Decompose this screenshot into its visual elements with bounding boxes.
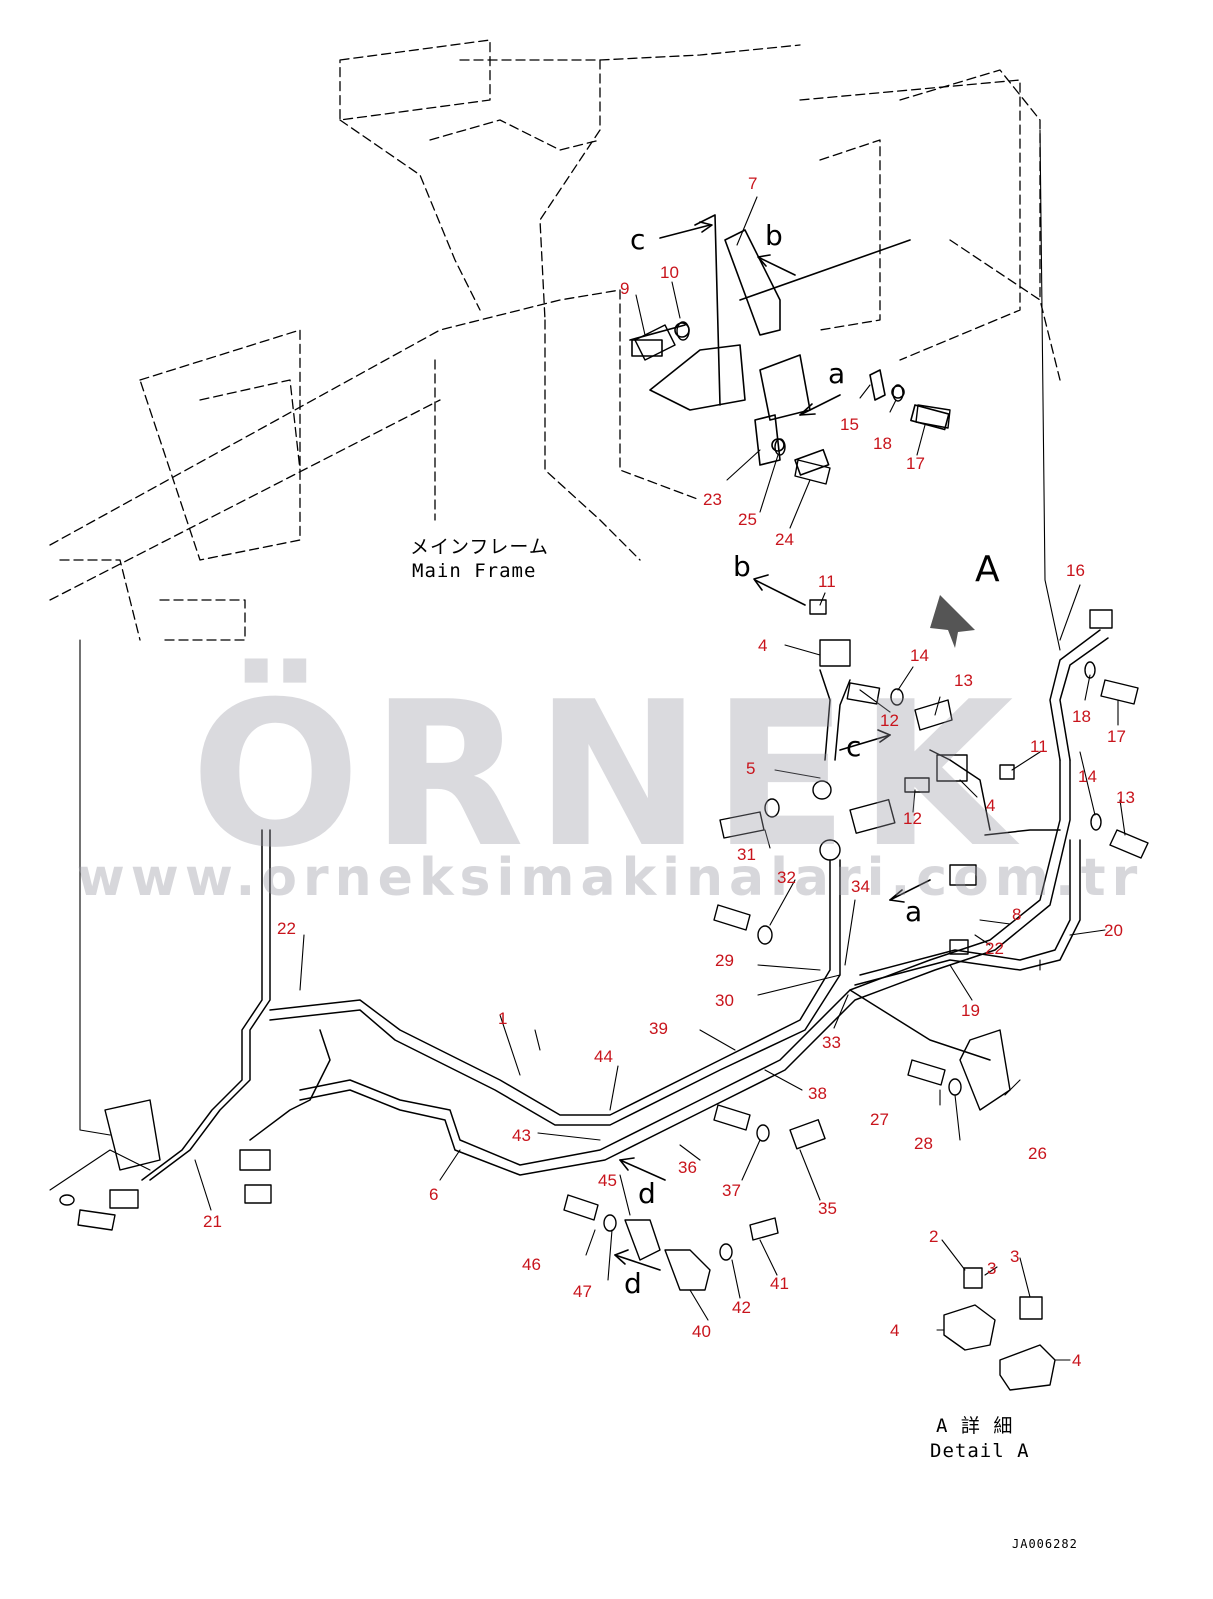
callout-13a: 13 <box>954 671 973 690</box>
main-frame-label-en: Main Frame <box>412 560 537 582</box>
fasteners <box>59 321 1149 1261</box>
view-letter-a-top: a <box>828 357 846 390</box>
watermark-url: www.orneksimakinalari.com.tr <box>76 848 1144 908</box>
callout-12a: 12 <box>880 711 899 730</box>
callout-45: 45 <box>598 1171 617 1190</box>
callout-29: 29 <box>715 951 734 970</box>
callout-18b: 18 <box>1072 707 1091 726</box>
callout-12b: 12 <box>903 809 922 828</box>
callout-22a: 22 <box>277 919 296 938</box>
callout-35: 35 <box>818 1199 837 1218</box>
callout-26: 26 <box>1028 1144 1047 1163</box>
callout-30: 30 <box>715 991 734 1010</box>
callout-15: 15 <box>840 415 859 434</box>
callout-37: 37 <box>722 1181 741 1200</box>
wire-harness <box>141 629 1109 1181</box>
detail-a-label-jp: A 詳 細 <box>936 1415 1014 1437</box>
callout-8: 8 <box>1012 905 1022 924</box>
callout-11a: 11 <box>818 572 836 591</box>
callout-38: 38 <box>808 1084 827 1103</box>
callout-7: 7 <box>748 174 758 193</box>
callout-5: 5 <box>746 759 756 778</box>
callout-17b: 17 <box>1107 727 1126 746</box>
callout-18a: 18 <box>873 434 892 453</box>
watermark-brand: ÖRNEK <box>190 659 1024 892</box>
callout-4d: 4 <box>1072 1351 1082 1370</box>
callout-4c: 4 <box>890 1321 900 1340</box>
view-a-arrow <box>930 595 975 648</box>
callout-23: 23 <box>703 490 722 509</box>
callout-33: 33 <box>822 1033 841 1052</box>
callout-42: 42 <box>732 1298 751 1317</box>
callout-24: 24 <box>775 530 794 549</box>
callout-14a: 14 <box>910 646 929 665</box>
callout-36: 36 <box>678 1158 697 1177</box>
callout-20: 20 <box>1104 921 1123 940</box>
callout-43: 43 <box>512 1126 531 1145</box>
callout-44: 44 <box>594 1047 613 1066</box>
view-letter-b-top: b <box>765 219 783 252</box>
callout-17a: 17 <box>906 454 925 473</box>
callout-3b: 3 <box>1010 1247 1020 1266</box>
callout-34: 34 <box>851 877 870 896</box>
callout-25: 25 <box>738 510 757 529</box>
upper-bracket <box>629 214 950 476</box>
callout-3a: 3 <box>987 1259 997 1278</box>
callout-6: 6 <box>429 1185 439 1204</box>
detail-a-label-en: Detail A <box>930 1440 1030 1462</box>
main-frame-outline <box>49 39 1061 641</box>
callout-22b: 22 <box>985 939 1004 958</box>
callout-41: 41 <box>770 1274 789 1293</box>
callout-11b: 11 <box>1030 737 1048 756</box>
drawing-code: JA006282 <box>1012 1537 1078 1551</box>
callout-13b: 13 <box>1116 788 1135 807</box>
callout-47: 47 <box>573 1282 592 1301</box>
view-arrows <box>614 221 931 1271</box>
view-letter-d-top: d <box>638 1177 656 1210</box>
callout-10: 10 <box>660 263 679 282</box>
main-frame-label-jp: メインフレーム <box>410 536 549 558</box>
callout-4a: 4 <box>758 636 768 655</box>
view-letter-a-bottom: a <box>905 895 923 928</box>
callout-27: 27 <box>870 1110 889 1129</box>
callout-14b: 14 <box>1078 767 1097 786</box>
callout-28: 28 <box>914 1134 933 1153</box>
callout-40: 40 <box>692 1322 711 1341</box>
detail-a-parts <box>943 1267 1056 1391</box>
callout-16: 16 <box>1066 561 1085 580</box>
callout-31: 31 <box>737 845 756 864</box>
view-letter-c-top: c <box>630 223 646 256</box>
callout-19: 19 <box>961 1001 980 1020</box>
callout-39: 39 <box>649 1019 668 1038</box>
callout-32: 32 <box>777 868 796 887</box>
view-letter-b-bottom: b <box>733 550 751 583</box>
view-letter-c-bottom: c <box>846 730 862 763</box>
callout-46: 46 <box>522 1255 541 1274</box>
view-letter-d-bottom: d <box>624 1267 642 1300</box>
callout-2: 2 <box>929 1227 939 1246</box>
callout-4b: 4 <box>986 796 996 815</box>
callout-21: 21 <box>203 1212 222 1231</box>
callout-1: 1 <box>498 1009 508 1028</box>
view-letter-A: A <box>975 549 1000 590</box>
callout-9: 9 <box>620 279 630 298</box>
leader-lines <box>49 129 1126 1361</box>
harness-components <box>104 599 1113 1291</box>
